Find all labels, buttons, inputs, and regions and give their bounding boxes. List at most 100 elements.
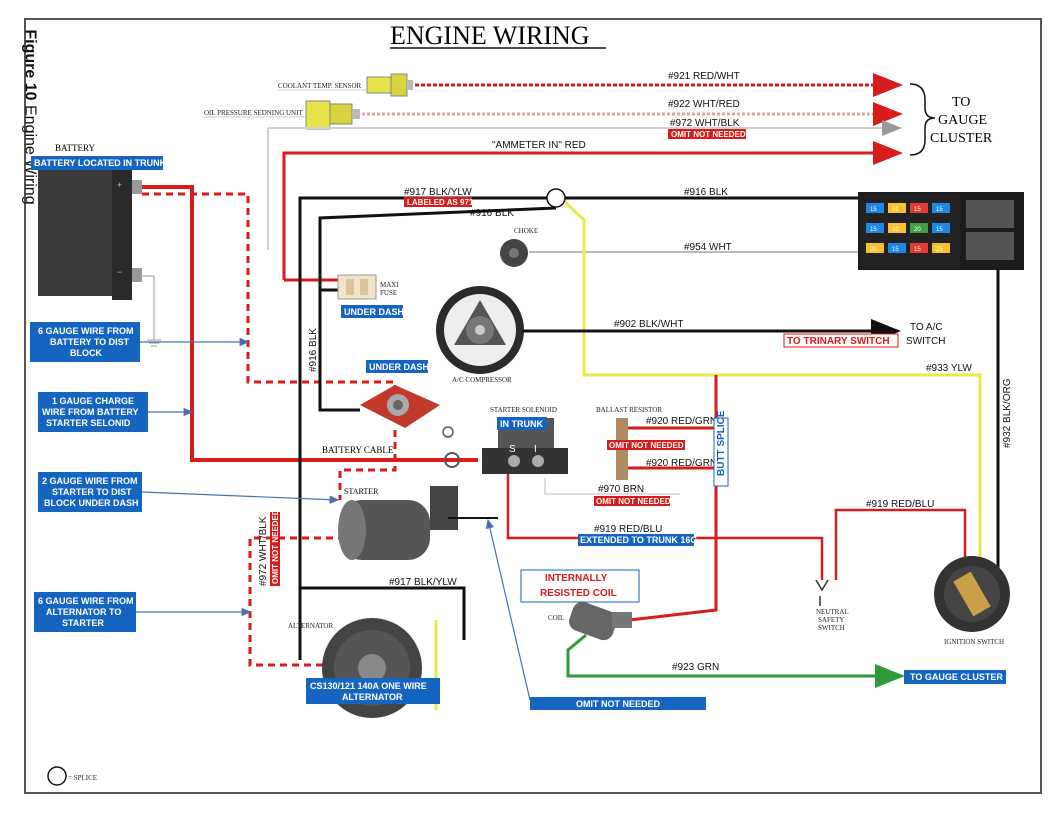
under-dash-fuse-label: UNDER DASH	[344, 307, 404, 317]
ac-switch-label-1: TO A/C	[910, 322, 943, 333]
wire-902-label: #902 BLK/WHT	[614, 319, 683, 330]
ground-wire	[142, 275, 155, 340]
choke-label: CHOKE	[514, 227, 538, 235]
coil-note-2: RESISTED COIL	[540, 588, 617, 599]
solenoid-s-label: S	[509, 444, 516, 455]
coolant-sensor-icon	[366, 73, 413, 97]
fuse-cell-value: 15	[914, 207, 921, 213]
svg-text:−: −	[117, 267, 122, 277]
wire-ammeter-label: "AMMETER IN" RED	[492, 140, 586, 151]
wire-916-vertical-label: #916 BLK	[308, 328, 319, 372]
splice-legend-label: = SPLICE	[68, 774, 97, 782]
svg-text:BATTERY TO DIST: BATTERY TO DIST	[50, 337, 130, 347]
wire-920-label-a: #920 RED/GRN	[646, 416, 717, 427]
gauge-target-cluster: CLUSTER	[930, 131, 993, 146]
starter-label: STARTER	[344, 487, 379, 496]
fuse-cell-value: 20	[870, 247, 877, 253]
wire-919-label-b: #919 RED/BLU	[866, 499, 934, 510]
battery-label: BATTERY	[55, 143, 96, 153]
battery-icon: + −	[38, 166, 142, 300]
trinary-switch-label: TO TRINARY SWITCH	[787, 336, 890, 347]
fuse-cell-value: 15	[892, 247, 899, 253]
fuse-cell-value: 15	[870, 207, 877, 213]
extended-trunk-label: EXTENDED TO TRUNK 16G	[580, 535, 697, 545]
wire-922-label: #922 WHT/RED	[668, 99, 740, 110]
neutral-switch-label-2: SAFETY	[818, 616, 844, 624]
coil-icon	[569, 601, 632, 641]
fuse-cell-value: 10	[892, 207, 899, 213]
fuse-cell	[888, 203, 906, 213]
under-dash-block-label: UNDER DASH	[369, 362, 429, 372]
fuse-cell	[910, 203, 928, 213]
fuse-cell	[910, 243, 928, 253]
fuse-cell	[866, 203, 884, 213]
splice-point	[546, 188, 566, 208]
wire-ammeter	[282, 141, 903, 280]
splice-legend-icon	[47, 766, 67, 786]
battery-cable-terminal-icon	[442, 426, 460, 468]
svg-text:ALTERNATOR TO: ALTERNATOR TO	[46, 607, 121, 617]
wire-919-label-a: #919 RED/BLU	[594, 524, 662, 535]
wire-919	[506, 474, 824, 580]
svg-text:BLOCK UNDER DASH: BLOCK UNDER DASH	[44, 498, 139, 508]
diagram-title: ENGINE WIRING	[390, 21, 590, 50]
fuse-cell	[888, 223, 906, 233]
note-6g-dist: 6 GAUGE WIRE FROM BATTERY TO DIST BLOCK	[30, 322, 250, 362]
svg-text:1 GAUGE CHARGE: 1 GAUGE CHARGE	[52, 396, 134, 406]
labeled-971-badge: LABELED AS 971	[407, 198, 474, 207]
wire-923-label: #923 GRN	[672, 662, 719, 673]
svg-text:+: +	[117, 180, 122, 190]
wire-917-bottom-label: #917 BLK/YLW	[389, 577, 457, 588]
fuse-cell	[910, 223, 928, 233]
wire-970	[544, 478, 680, 495]
wire-yellow-splice	[563, 200, 982, 570]
svg-text:6 GAUGE WIRE FROM: 6 GAUGE WIRE FROM	[38, 596, 134, 606]
wire-917-label: #917 BLK/YLW	[404, 187, 472, 198]
svg-text:WIRE FROM BATTERY: WIRE FROM BATTERY	[42, 407, 139, 417]
wire-933-label: #933 YLW	[926, 363, 972, 374]
to-gauge-cluster-label: TO GAUGE CLUSTER	[910, 672, 1003, 682]
wire-932-label: #932 BLK/ORG	[1002, 378, 1013, 448]
gauge-target-to: TO	[952, 95, 970, 110]
choke-icon	[500, 239, 528, 267]
svg-text:6 GAUGE WIRE FROM: 6 GAUGE WIRE FROM	[38, 326, 134, 336]
coil-note-1: INTERNALLY	[545, 573, 608, 584]
fuse-cell	[932, 203, 950, 213]
ballast-resistor-label: BALLAST RESISTOR	[596, 406, 662, 414]
maxi-fuse-label-1: MAXI	[380, 281, 399, 289]
maxi-fuse-label-2: FUSE	[380, 289, 397, 297]
ac-compressor-icon	[436, 286, 524, 374]
ignition-switch-icon	[934, 556, 1010, 632]
butt-splice-label: BUTT SPLICE	[716, 410, 727, 476]
alternator-label: ALTERNATOR	[288, 622, 333, 630]
wire-920-label-b: #920 RED/GRN	[646, 458, 717, 469]
fuse-cell	[932, 223, 950, 233]
battery-cable-label: BATTERY CABLE	[322, 445, 394, 455]
solenoid-i-label: I	[534, 444, 537, 455]
fuse-cell	[888, 243, 906, 253]
note-2g-starter: 2 GAUGE WIRE FROM STARTER TO DIST BLOCK …	[38, 472, 340, 512]
svg-text:STARTER TO DIST: STARTER TO DIST	[52, 487, 132, 497]
starter-icon	[338, 486, 458, 560]
note-1g-charge: 1 GAUGE CHARGE WIRE FROM BATTERY STARTER…	[38, 392, 194, 432]
fuse-cell-value: 20	[914, 227, 921, 233]
wire-917-bottom	[300, 586, 466, 640]
distribution-block-icon	[360, 385, 440, 428]
fuse-cell-value: 15	[914, 247, 921, 253]
gauge-target-gauge: GAUGE	[938, 113, 987, 128]
fuse-cell	[866, 223, 884, 233]
omit-ballast-badge: OMIT NOT NEEDED	[609, 441, 684, 450]
omit-970-badge: OMIT NOT NEEDED	[596, 497, 671, 506]
wire-970-label: #970 BRN	[598, 484, 644, 495]
omit-972-badge: OMIT NOT NEEDED	[671, 130, 746, 139]
svg-text:2 GAUGE WIRE FROM: 2 GAUGE WIRE FROM	[42, 476, 138, 486]
neutral-switch-label-1: NEUTRAL	[816, 608, 849, 616]
fuse-cell	[932, 243, 950, 253]
wire-charge-1g	[142, 185, 478, 462]
wire-916-label-top: #916 BLK	[684, 187, 728, 198]
wire-923	[566, 633, 905, 688]
ac-switch-label-2: SWITCH	[906, 336, 945, 347]
neutral-switch-label-3: SWITCH	[818, 624, 845, 632]
diagram-frame	[24, 18, 1042, 794]
wire-2g-starter	[338, 430, 397, 500]
